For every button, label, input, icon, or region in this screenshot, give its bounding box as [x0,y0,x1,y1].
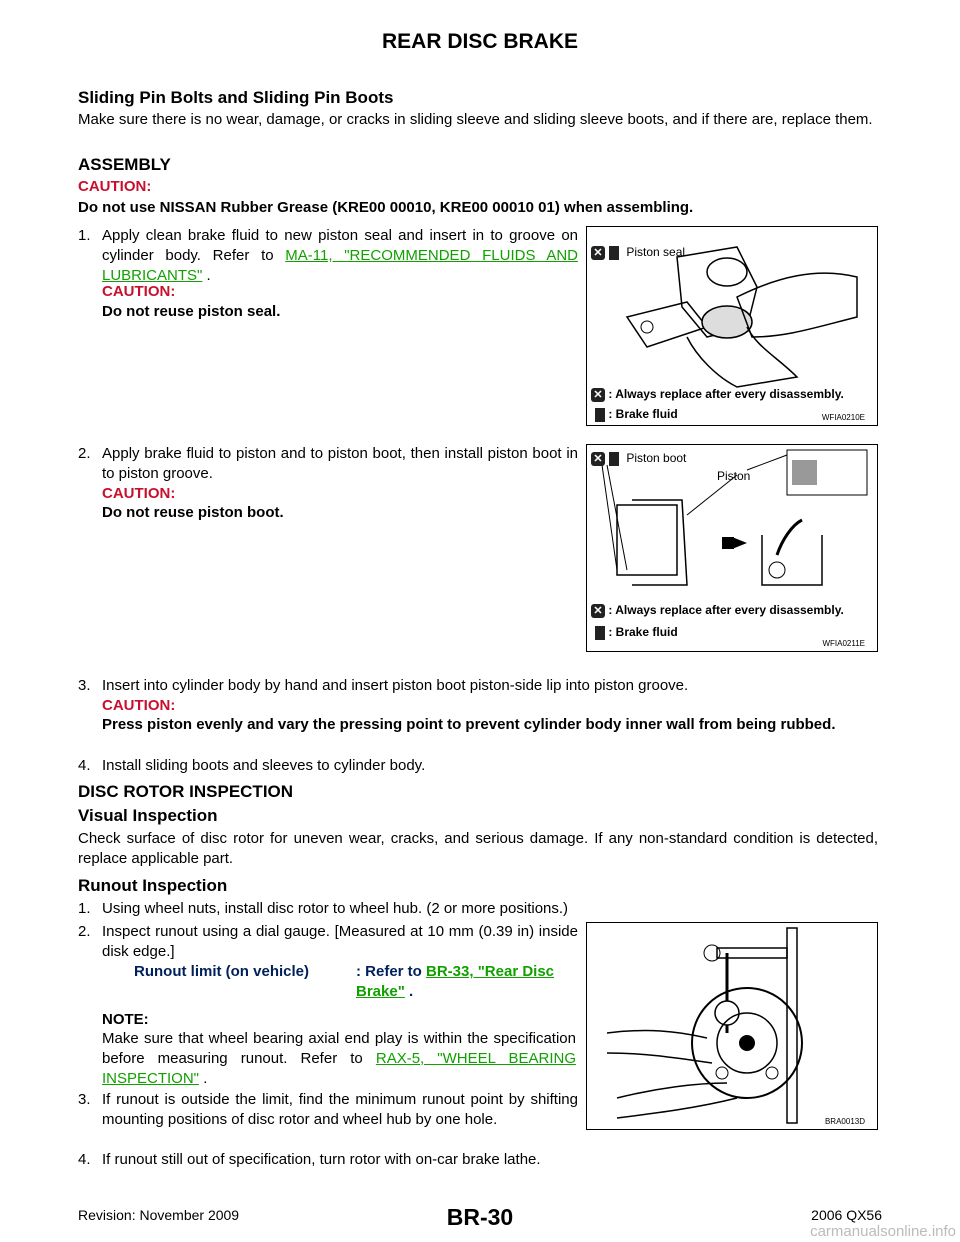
step1-caution-label: CAUTION: [102,283,176,300]
section-heading-visual: Visual Inspection [78,806,218,825]
note-body: Make sure that wheel bearing axial end p… [102,1030,576,1067]
figure2-label-boot: Piston boot [626,451,687,465]
step2-caution-text: Do not reuse piston boot. [102,504,284,521]
step-text: Inspect runout using a dial gauge. [Meas… [102,923,578,960]
replace-icon: ✕ [591,603,605,618]
figure3-id: BRA0013D [824,1117,865,1126]
step1-caution-text: Do not reuse piston seal. [102,303,281,320]
link-br-33[interactable]: BR-33, "Rear Disc Brake" [356,963,555,1000]
spec-value-text: : Refer to [356,963,422,980]
runout-step-4: 4. If runout still out of specification,… [78,1150,878,1170]
step-text: Using wheel nuts, install disc rotor to … [102,900,569,917]
note-label: NOTE: [102,1011,149,1028]
step-number: 3. [78,677,91,694]
legend-text: : Always replace after every disassembly… [608,603,844,617]
assembly-step-1: 1. Apply clean brake fluid to new piston… [78,226,578,286]
replace-icon: ✕ [591,245,605,260]
runout-step-1: 1. Using wheel nuts, install disc rotor … [78,899,878,919]
step-text: Insert into cylinder body by hand and in… [102,677,689,694]
link-ma-11[interactable]: MA-11, "RECOMMENDED FLUIDS AND LUBRICANT… [102,247,578,284]
runout-step-2: 2. Inspect runout using a dial gauge. [M… [78,922,578,962]
brake-fluid-icon [595,407,605,422]
figure1-legend-1: ✕ : Always replace after every disassemb… [591,387,844,402]
legend-text: : Brake fluid [608,407,678,421]
step-number: 4. [78,757,91,774]
step-number: 1. [78,227,91,244]
assembly-step-3: 3. Insert into cylinder body by hand and… [78,676,878,696]
figure1-label: Piston seal [626,245,686,259]
legend-text: : Brake fluid [608,625,678,639]
piston-seal-illustration [625,246,858,388]
step-number: 1. [78,900,91,917]
step-number: 2. [78,923,91,940]
brake-fluid-icon [595,625,605,640]
step2-caution-label: CAUTION: [102,485,176,502]
brake-fluid-icon [609,451,619,466]
legend-text: : Always replace after every disassembly… [608,387,844,401]
step-number: 2. [78,445,91,462]
assembly-step-4: 4. Install sliding boots and sleeves to … [78,756,878,776]
note-end: . [203,1070,208,1087]
sliding-pin-paragraph: Make sure there is no wear, damage, or c… [78,111,873,128]
step-text: If runout is outside the limit, find the… [102,1091,578,1128]
figure-piston-seal: ✕ Piston seal ✕ : Always replace after e… [586,226,878,426]
section-heading-rotor: DISC ROTOR INSPECTION [78,782,294,801]
runout-spec-label: Runout limit (on vehicle) [134,963,309,980]
step3-caution-text: Press piston evenly and vary the pressin… [102,716,836,733]
footer-model: 2006 QX56 [811,1207,882,1223]
figure2-id: WFIA0211E [822,639,865,648]
section-heading-sliding-pin: Sliding Pin Bolts and Sliding Pin Boots [78,88,394,107]
note-text: Make sure that wheel bearing axial end p… [102,1029,576,1089]
page-title: REAR DISC BRAKE [381,30,578,53]
assembly-step-2: 2. Apply brake fluid to piston and to pi… [78,444,578,484]
visual-inspection-paragraph: Check surface of disc rotor for uneven w… [78,830,878,867]
figure2-legend-2: : Brake fluid [591,625,678,640]
step-text: If runout still out of specification, tu… [102,1151,541,1168]
figure1-id: WFIA0210E [821,413,865,422]
section-heading-assembly: ASSEMBLY [78,155,171,174]
step-text-end: . [206,267,211,284]
figure-piston-boot: ✕ Piston boot Piston ✕ : Always replace … [586,444,878,652]
figure1-legend-2: : Brake fluid [591,407,678,422]
page-code: BR-30 [446,1204,514,1230]
runout-step-3: 3. If runout is outside the limit, find … [78,1090,578,1130]
assembly-caution-text: Do not use NISSAN Rubber Grease (KRE00 0… [78,199,694,216]
figure1-callout: ✕ Piston seal [591,245,685,260]
section-heading-runout: Runout Inspection [78,876,228,895]
step-number: 3. [78,1091,91,1108]
figure2-callout: ✕ Piston boot [591,451,686,466]
figure2-legend-1: ✕ : Always replace after every disassemb… [591,603,844,618]
footer-revision: Revision: November 2009 [78,1207,240,1223]
step3-caution-label: CAUTION: [102,697,176,714]
brake-fluid-icon [609,245,619,260]
piston-boot-illustration [601,449,868,586]
link-rax-5[interactable]: RAX-5, "WHEEL BEARING INSPECTION" [102,1050,577,1087]
step-text: Apply clean brake fluid to new piston se… [102,227,578,264]
step-number: 4. [78,1151,91,1168]
step-text: Install sliding boots and sleeves to cyl… [102,757,426,774]
figure2-label-piston: Piston [717,469,751,483]
assembly-caution-label: CAUTION: [78,178,152,195]
watermark: carmanualsonline.info [810,1223,956,1240]
runout-spec-value: : Refer to BR-33, "Rear Disc Brake" . [356,962,556,1002]
replace-icon: ✕ [591,387,605,402]
step-text: Apply brake fluid to piston and to pisto… [102,445,578,482]
replace-icon: ✕ [591,451,605,466]
figure-dial-gauge: BRA0013D [586,922,878,1130]
dial-gauge-illustration [606,927,803,1124]
spec-value-end: . [408,983,414,1000]
